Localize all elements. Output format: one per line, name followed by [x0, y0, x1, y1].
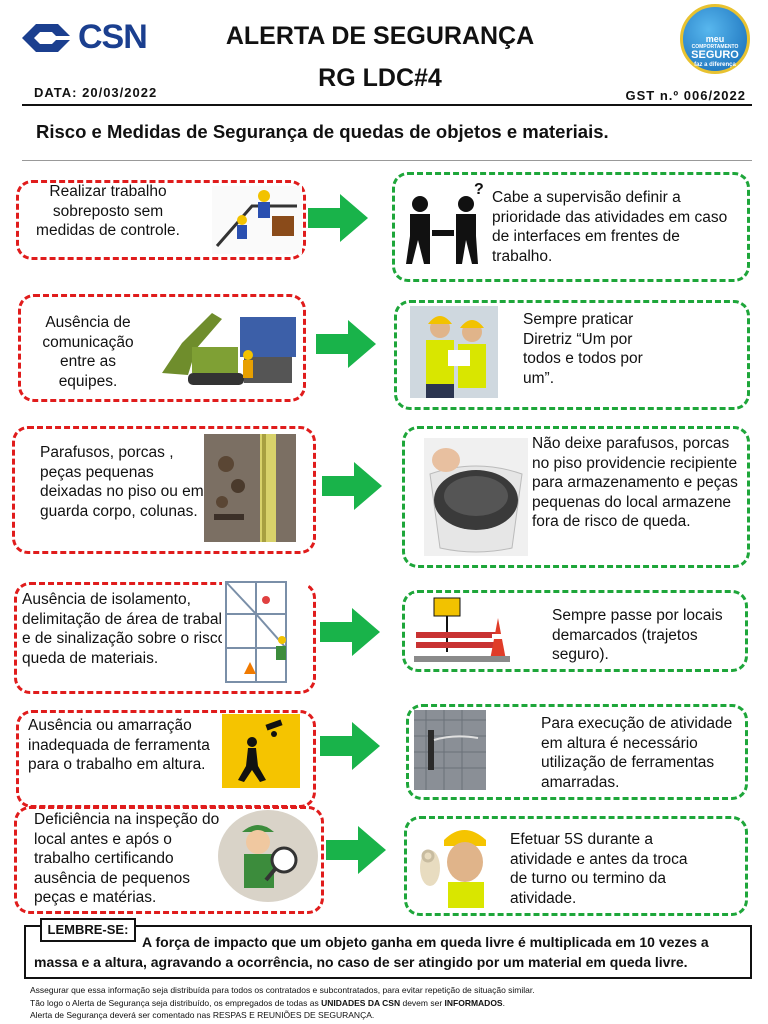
- remember-label: LEMBRE-SE:: [40, 918, 136, 942]
- bolts-container-photo: [424, 438, 528, 556]
- falling-object-warning-sign: [222, 714, 300, 788]
- logo-text: CSN: [78, 18, 148, 56]
- arrow-right-icon: [326, 826, 386, 874]
- risk-text-5: Ausência ou amarração inadequada de ferr…: [28, 717, 210, 773]
- badge-line3: SEGURO: [691, 49, 739, 61]
- footer-line-2e: .: [502, 997, 505, 1008]
- footer-line-3: Alerta de Segurança deverá ser comentado…: [30, 1010, 375, 1020]
- risk-text-2: Ausência de comunicação entre as equipes…: [42, 314, 134, 390]
- measure-box-1: [392, 172, 750, 282]
- risk-box-3: [12, 426, 316, 554]
- risk-text-6: Deficiência na inspeção do local antes e…: [34, 811, 220, 906]
- measure-text-5: Para execução de atividade em altura é n…: [541, 715, 733, 791]
- footer-line-2a: Tão logo o Alerta de Segurança seja dist…: [30, 997, 322, 1008]
- badge-line1: meu: [705, 34, 725, 44]
- measure-text-4: Sempre passe por locais demarcados (traj…: [552, 607, 723, 663]
- alert-date: DATA: 20/03/2022: [34, 85, 158, 100]
- risk-box-6: [14, 806, 324, 914]
- page-subtitle: RG LDC#4: [318, 64, 442, 92]
- arrow-right-icon: [316, 320, 376, 368]
- risk-text-1: Realizar trabalho sobreposto sem medidas…: [36, 183, 180, 239]
- safe-behavior-badge: meu COMPORTAMENTO SEGURO faz a diferença: [680, 4, 750, 74]
- measure-text-2: Sempre praticar Diretriz “Um por todos e…: [523, 311, 643, 387]
- csn-logo-icon: [22, 24, 70, 52]
- arrow-right-icon: [320, 608, 380, 656]
- svg-text:?: ?: [474, 181, 484, 198]
- tethered-tool-photo: [414, 710, 486, 790]
- footer-line-1: Assegurar que essa informação seja distr…: [30, 985, 535, 995]
- footer-line-2c: devem ser: [400, 997, 445, 1008]
- measure-box-4: [402, 590, 748, 672]
- barrier-cones-illustration: [412, 594, 512, 666]
- footer-line-2d: INFORMADOS: [444, 997, 503, 1008]
- risk-box-4: [14, 582, 316, 694]
- footer-line-2b: UNIDADES DA CSN: [321, 997, 401, 1008]
- arrow-right-icon: [308, 194, 368, 242]
- csn-logo: CSN: [18, 16, 148, 60]
- workers-helmets-photo: [410, 306, 498, 398]
- inspector-magnifier-illustration: [218, 810, 318, 902]
- measure-box-5: [406, 704, 748, 800]
- overlapping-work-illustration: [212, 186, 302, 254]
- measure-box-3: [402, 426, 750, 568]
- remember-box: [24, 925, 752, 979]
- remember-text: A força de impacto que um objeto ganha e…: [34, 934, 709, 970]
- measure-box-2: [394, 300, 750, 410]
- risk-text-3: Parafusos, porcas , peças pequenas deixa…: [40, 444, 204, 520]
- header-divider: [22, 104, 752, 106]
- arrow-right-icon: [322, 462, 382, 510]
- alert-topic: Risco e Medidas de Segurança de quedas d…: [36, 121, 609, 142]
- worker-ok-gesture-photo: [414, 822, 498, 908]
- badge-line2: COMPORTAMENTO: [691, 44, 739, 50]
- risk-text-4: Ausência de isolamento, delimitação de á…: [22, 591, 248, 667]
- risk-box-1: [16, 180, 306, 260]
- page-title: ALERTA DE SEGURANÇA: [225, 22, 535, 50]
- loose-bolts-photo: [204, 434, 296, 542]
- measure-text-1: Cabe a supervisão definir a prioridade d…: [492, 189, 728, 265]
- arrow-right-icon: [320, 722, 380, 770]
- measure-text-6: Efetuar 5S durante a atividade e antes d…: [510, 831, 688, 907]
- measure-box-6: [404, 816, 748, 916]
- footer-line-2: Tão logo o Alerta de Segurança seja dist…: [30, 997, 750, 1010]
- badge-line4: faz a diferença: [694, 62, 736, 68]
- risk-box-2: [18, 294, 306, 402]
- supervision-meeting-icon: ?: [402, 178, 488, 266]
- scaffold-falling-objects-illustration: [222, 578, 308, 688]
- excavator-illustration: [152, 303, 298, 391]
- alert-number: GST n.º 006/2022: [625, 88, 746, 103]
- topic-divider: [22, 160, 752, 161]
- measure-text-3: Não deixe parafusos, porcas no piso prov…: [532, 435, 738, 530]
- footer-notes: Assegurar que essa informação seja distr…: [30, 984, 750, 1022]
